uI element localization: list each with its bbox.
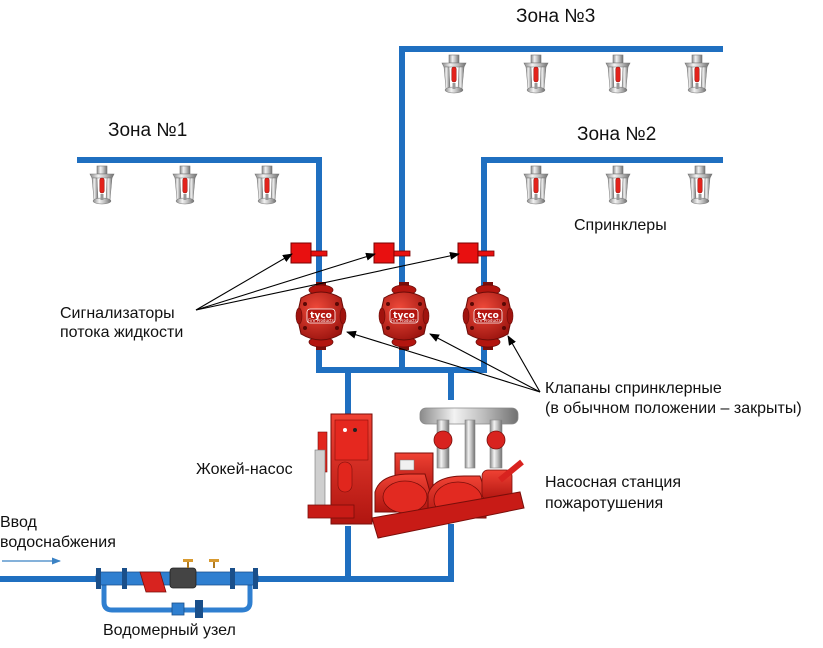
water-input-label-line1: Ввод (0, 514, 37, 531)
water-input-label-line2: водоснабжения (0, 534, 116, 551)
jockey-pump-icon (307, 413, 373, 525)
sprinklers-label: Спринклеры (574, 217, 667, 234)
water-meter-icon (95, 559, 259, 618)
water-meter-label: Водомерный узел (103, 622, 236, 639)
pump-station-label-line2: пожаротушения (545, 495, 664, 512)
zone3-label: Зона №3 (516, 6, 596, 27)
sprinkler-head-icon (605, 165, 631, 205)
pump-station-icon (371, 407, 525, 539)
sprinkler-head-icon (254, 165, 280, 205)
sprinkler-head-icon (687, 165, 713, 205)
sprinkler-head-icon (605, 54, 631, 94)
valves-label-line2: (в обычном положении – закрыты) (545, 400, 802, 417)
valve-brand-label: tyco (477, 311, 499, 321)
flow-switch-icon (457, 242, 495, 264)
annotation-arrows (195, 251, 541, 393)
valve-arrow (346, 330, 541, 393)
flow-switches-label-line2: потока жидкости (60, 324, 184, 341)
flow-switch-icon (290, 242, 328, 264)
pump-station-label-line1: Насосная станция (545, 474, 682, 491)
sprinkler-head-icon (523, 54, 549, 94)
sprinkler-valves: tyco Fire Products tyco Fire Products ty… (295, 281, 514, 351)
jockey-pump-label: Жокей-насос (196, 461, 293, 478)
sprinkler-head-icon (172, 165, 198, 205)
flow-switch-arrow (195, 253, 293, 311)
flow-switches (290, 242, 495, 264)
sprinkler-head-icon (441, 54, 467, 94)
zone2-label: Зона №2 (577, 124, 657, 145)
alarm-valve-icon: tyco Fire Products (462, 281, 514, 351)
valve-brand-label: tyco (393, 311, 415, 321)
sprinkler-head-icon (89, 165, 115, 205)
sprinkler-head-icon (523, 165, 549, 205)
alarm-valve-icon: tyco Fire Products (378, 281, 430, 351)
flow-switches-label-line1: Сигнализаторы (60, 305, 175, 322)
flow-switch-arrow (195, 251, 460, 311)
sprinkler-head-icon (684, 54, 710, 94)
alarm-valve-icon: tyco Fire Products (295, 281, 347, 351)
valve-brand-sub-label: Fire Products (475, 318, 501, 323)
zone3-pipe (399, 46, 723, 370)
zone1-label: Зона №1 (108, 120, 188, 141)
flow-switch-arrow (195, 252, 376, 311)
valve-brand-label: tyco (310, 311, 332, 321)
valves-label-line1: Клапаны спринклерные (545, 380, 722, 397)
zone2-pipe (481, 157, 723, 370)
valve-arrow (429, 333, 541, 393)
valve-brand-sub-label: Fire Products (308, 318, 334, 323)
valve-brand-sub-label: Fire Products (391, 318, 417, 323)
valve-arrow (507, 335, 541, 393)
